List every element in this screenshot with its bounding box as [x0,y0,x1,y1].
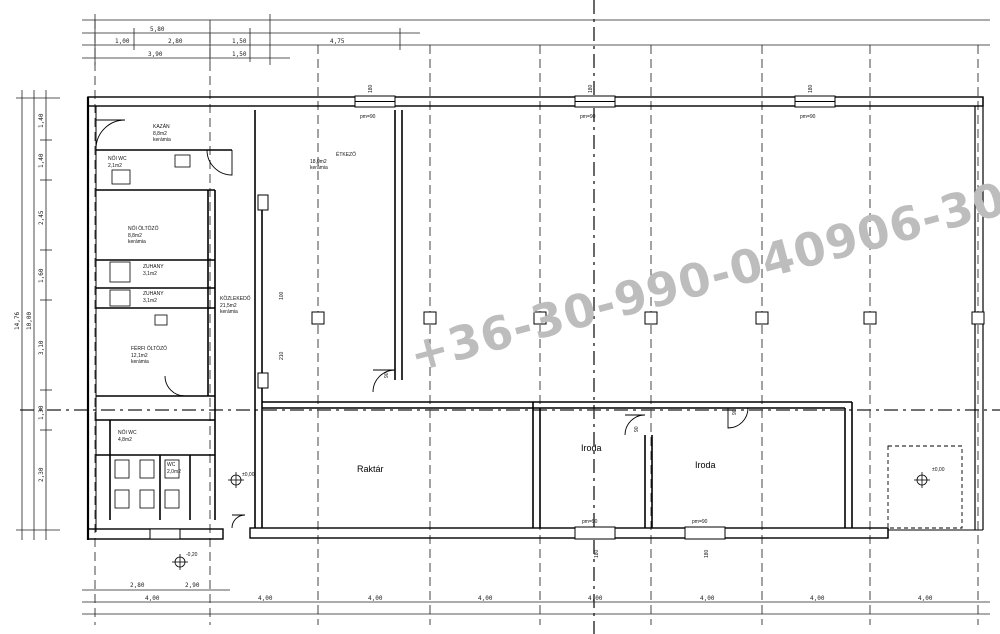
room-zuhany-1-area: 3,1m2 [143,271,157,277]
room-noi-wc: NŐI WC [108,155,127,162]
room-noi-oltozo-floor: kerámia [128,239,146,245]
room-labels: Raktár Iroda Iroda KAZÁN 8,8m2 kerámia É… [108,123,716,475]
room-ferfi-wc-area: 2,0m2 [167,469,181,475]
room-iroda-1: Iroda [581,443,602,453]
parapet-top-3: pm=90 [800,114,816,120]
dim-left-mid: 10,00 [26,312,33,330]
doors [95,119,749,529]
door-tag-1: 100 [279,291,285,300]
dim-left-seg-4: 1,60 [38,268,45,283]
door-tag-3: 90 [634,426,640,432]
room-etkezo-floor: kerámia [310,165,328,171]
room-etkezo-area: 18,0m2 [310,159,327,165]
level-marker-right [914,472,930,488]
room-kazan: KAZÁN [153,123,170,130]
dim-bottom-5: 4,00 [588,595,603,602]
room-noi-wc-2-area: 4,8m2 [118,437,132,443]
room-zuhany-2-area: 3,1m2 [143,298,157,304]
dim-left-seg-6: 1,30 [38,405,45,420]
dimension-lines-bottom [82,589,990,615]
bottom-windows [149,526,726,540]
dim-bottom-4: 4,00 [478,595,493,602]
dim-top-row2-3: 1,50 [232,38,247,45]
window-label-bottom-1: 180 [594,549,600,558]
window-label-bottom-2: 180 [704,549,710,558]
window-label-top-2: 180 [588,84,594,93]
dim-left-seg-5: 3,10 [38,340,45,355]
room-ferfi-wc: WC [167,462,176,468]
room-kozlekedo: KÖZLEKEDŐ [220,295,251,302]
level-marker-entry [172,554,188,570]
dim-left-segments: 1,40 1,40 2,45 1,60 3,10 1,30 2,30 [38,113,45,482]
window-label-top-1: 180 [368,84,374,93]
room-zuhany-2: ZUHANY [143,291,164,297]
room-noi-oltozo-area: 8,8m2 [128,233,142,239]
dim-top-row2: 1,00 2,80 1,50 4,75 [115,38,345,45]
room-raktar: Raktár [357,464,384,474]
dim-top-row2-2: 2,80 [168,38,183,45]
room-kozlekedo-floor: kerámia [220,309,238,315]
level-entry: -0,20 [186,552,198,558]
dim-bottom-row1-1: 2,80 [130,582,145,589]
dim-bottom-3: 4,00 [368,595,383,602]
level-marker-door [228,472,244,488]
parapet-bottom-2: pm=90 [692,519,708,525]
parapet-top-1: pm=90 [360,114,376,120]
door-tag-5: 210 [279,351,285,360]
dim-left-seg-7: 2,30 [38,467,45,482]
door-tag-4: 90 [732,409,738,415]
room-zuhany-1: ZUHANY [143,264,164,270]
room-iroda-2: Iroda [695,460,716,470]
level-door: ±0,00 [242,472,255,478]
dim-bottom-8: 4,00 [918,595,933,602]
dim-top-row2-1: 1,00 [115,38,130,45]
dim-bottom-row1: 2,80 2,90 [130,582,200,589]
dimension-lines-left [16,90,60,540]
dim-bottom-6: 4,00 [700,595,715,602]
room-noi-wc-2: NŐI WC [118,429,137,436]
window-label-top-3: 180 [808,84,814,93]
dim-top-row2-4: 4,75 [330,38,345,45]
sanitary-fixtures [109,154,191,509]
dim-bottom-1: 4,00 [145,595,160,602]
room-ferfi-oltozo-floor: kerámia [131,359,149,365]
phone-watermark: +36-30-990-040906-30-366-6 [404,127,1000,383]
dim-left-seg-2: 1,40 [38,153,45,168]
dim-bottom-row1-2: 2,90 [185,582,200,589]
dim-top-total: 5,80 [150,26,165,33]
columns [257,194,985,389]
room-noi-wc-area: 2,1m2 [108,163,122,169]
dim-left-total: 14,76 [14,312,21,330]
top-windows [354,95,836,108]
room-noi-oltozo: NŐI ÖLTÖZŐ [128,225,159,232]
outdoor-zone [887,445,963,529]
room-kazan-area: 8,8m2 [153,131,167,137]
dim-left-seg-3: 2,45 [38,210,45,225]
level-right: ±0,00 [932,467,945,473]
door-tag-2: 90 [384,372,390,378]
internal-walls [96,110,853,528]
dim-bottom-row2: 4,00 4,00 4,00 4,00 4,00 4,00 4,00 4,00 [145,595,933,602]
parapet-bottom-1: pm=90 [582,519,598,525]
dim-top-row3-2: 1,50 [232,51,247,58]
dimension-lines-top [82,14,990,65]
room-ferfi-oltozo-area: 12,1m2 [131,353,148,359]
dim-top-row3-1: 3,90 [148,51,163,58]
dim-bottom-2: 4,00 [258,595,273,602]
parapet-top-2: pm=90 [580,114,596,120]
room-etkezo: ÉTKEZŐ [336,151,356,158]
dim-bottom-7: 4,00 [810,595,825,602]
dim-top-row3: 3,90 1,50 [148,51,247,58]
room-ferfi-oltozo: FÉRFI ÖLTÖZŐ [131,345,167,352]
room-kazan-floor: kerámia [153,137,171,143]
dim-left-seg-1: 1,40 [38,113,45,128]
room-kozlekedo-area: 21,5m2 [220,303,237,309]
